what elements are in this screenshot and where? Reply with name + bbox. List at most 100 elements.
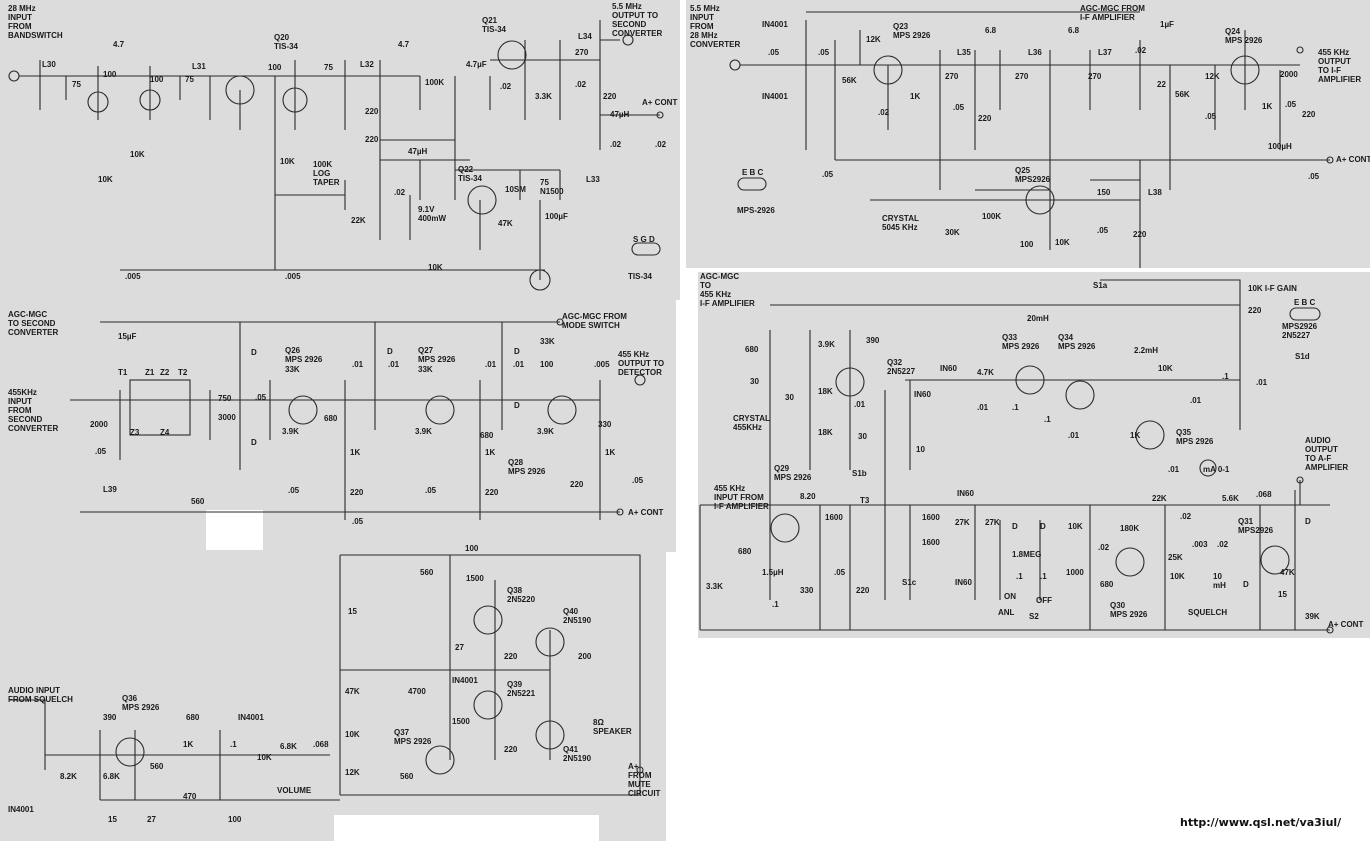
label-r220b: 220 bbox=[365, 135, 379, 144]
label-bl-r27b: 27 bbox=[147, 815, 156, 824]
label-q37: Q37 MPS 2926 bbox=[394, 728, 432, 746]
label-br-c1a: .1 bbox=[1012, 403, 1019, 412]
label-acont-top-left: A+ CONT bbox=[642, 98, 678, 107]
label-br-r18ka: 18K bbox=[818, 387, 833, 396]
label-r22k: 22K bbox=[351, 216, 366, 225]
label-br-d2: IN60 bbox=[914, 390, 931, 399]
label-tr-r1ka: 1K bbox=[910, 92, 921, 101]
label-br-c1600a: 1600 bbox=[825, 513, 843, 522]
label-bl-c1: .1 bbox=[230, 740, 237, 749]
label-tr-mps: MPS-2926 bbox=[737, 206, 775, 215]
label-bl-r560: 560 bbox=[420, 568, 434, 577]
label-l36: L36 bbox=[1028, 48, 1042, 57]
label-tr-c05c: .05 bbox=[953, 103, 965, 112]
label-bl-r100: 100 bbox=[465, 544, 479, 553]
label-zener: 9.1V 400mW bbox=[418, 205, 447, 223]
label-crystal-455: CRYSTAL 455KHz bbox=[733, 414, 770, 432]
label-ml-dc: D bbox=[387, 347, 393, 356]
label-ml-r39ka: 3.9K bbox=[282, 427, 299, 436]
label-br-ebc: E B C bbox=[1294, 298, 1316, 307]
label-z3: Z3 bbox=[130, 428, 140, 437]
label-q22: Q22 TIS-34 bbox=[458, 165, 483, 183]
label-q33: Q33 MPS 2926 bbox=[1002, 333, 1040, 351]
label-br-l10: 10 mH bbox=[1213, 572, 1226, 590]
label-c100uf: 100µF bbox=[545, 212, 568, 221]
label-br-c02b: .02 bbox=[1098, 543, 1110, 552]
label-q36: Q36 MPS 2926 bbox=[122, 694, 160, 712]
label-br-r39kb: 39K bbox=[1305, 612, 1320, 621]
label-bl-c200: 200 bbox=[578, 652, 592, 661]
label-agc-to-second: AGC-MGC TO SECOND CONVERTER bbox=[8, 310, 59, 337]
label-br-de: D bbox=[1040, 522, 1046, 531]
label-br-off: OFF bbox=[1036, 596, 1052, 605]
label-br-c30b: 30 bbox=[785, 393, 794, 402]
label-agc-from-mode: AGC-MGC FROM MODE SWITCH bbox=[562, 312, 627, 330]
label-tr-c68b: 6.8 bbox=[1068, 26, 1080, 35]
label-tr-c05a: .05 bbox=[768, 48, 780, 57]
label-q26: Q26 MPS 2926 bbox=[285, 346, 323, 364]
label-q32: Q32 2N5227 bbox=[887, 358, 916, 376]
label-ml-c560: 560 bbox=[191, 497, 205, 506]
label-q31: Q31 MPS2926 bbox=[1238, 517, 1274, 535]
label-br-r10kb: 10K bbox=[1068, 522, 1083, 531]
label-ml-r39kb: 3.9K bbox=[415, 427, 432, 436]
label-455-input-second: 455KHz INPUT FROM SECOND CONVERTER bbox=[8, 388, 59, 433]
label-speaker: 8Ω SPEAKER bbox=[593, 718, 632, 736]
label-br-r22k: 22K bbox=[1152, 494, 1167, 503]
label-ml-r220c: 220 bbox=[570, 480, 584, 489]
source-url[interactable]: http://www.qsl.net/va3iul/ bbox=[1180, 816, 1342, 829]
label-br-r25k: 25K bbox=[1168, 553, 1183, 562]
label-tr-c270b: 270 bbox=[1015, 72, 1029, 81]
label-br-c01f: .01 bbox=[1190, 396, 1202, 405]
label-tis34: TIS-34 bbox=[628, 272, 653, 281]
label-bl-r27: 27 bbox=[455, 643, 464, 652]
wiring-bottom-left bbox=[10, 554, 644, 801]
label-q35: Q35 MPS 2926 bbox=[1176, 428, 1214, 446]
label-c02d: .02 bbox=[655, 140, 667, 149]
label-q20: Q20 TIS-34 bbox=[274, 33, 299, 51]
label-br-c1000: 1000 bbox=[1066, 568, 1084, 577]
label-acont-bottom-right: A+ CONT bbox=[1328, 620, 1364, 629]
label-tr-c100: 100 bbox=[1020, 240, 1034, 249]
label-br-l22: 2.2mH bbox=[1134, 346, 1159, 355]
label-br-d1: IN60 bbox=[940, 364, 957, 373]
label-ml-dd: D bbox=[514, 347, 520, 356]
label-tr-c2000: 2000 bbox=[1280, 70, 1298, 79]
label-c47a: 4.7 bbox=[113, 40, 125, 49]
panel-bottom-left bbox=[0, 552, 666, 841]
label-c02b: .02 bbox=[575, 80, 587, 89]
wiring-mid-left bbox=[70, 318, 646, 520]
label-ml-c2000: 2000 bbox=[90, 420, 108, 429]
label-ml-c01b: .01 bbox=[388, 360, 400, 369]
label-c005b: .005 bbox=[285, 272, 301, 281]
label-ml-c01a: .01 bbox=[352, 360, 364, 369]
label-tr-c05b: .05 bbox=[818, 48, 830, 57]
label-tr-c270c: 270 bbox=[1088, 72, 1102, 81]
label-r33k: 3.3K bbox=[535, 92, 552, 101]
label-bl-d2: IN4001 bbox=[238, 713, 264, 722]
label-br-d4: D bbox=[1305, 517, 1311, 526]
label-c100c: 100 bbox=[268, 63, 282, 72]
label-c75n: 75 N1500 bbox=[540, 178, 564, 196]
label-z1: Z1 bbox=[145, 368, 155, 377]
label-tr-c150: 150 bbox=[1097, 188, 1111, 197]
label-tr-d2: IN4001 bbox=[762, 92, 788, 101]
label-r10kb: 10K bbox=[98, 175, 113, 184]
label-c100b: 100 bbox=[150, 75, 164, 84]
label-c75c: 75 bbox=[324, 63, 333, 72]
label-q28: Q28 MPS 2926 bbox=[508, 458, 546, 476]
label-c10sm: 10SM bbox=[505, 185, 526, 194]
label-br-c01b: .01 bbox=[977, 403, 989, 412]
label-t3: T3 bbox=[860, 496, 870, 505]
label-br-c1d: .1 bbox=[772, 600, 779, 609]
label-tr-r56kb: 56K bbox=[1175, 90, 1190, 99]
label-squelch: SQUELCH bbox=[1188, 608, 1228, 617]
label-q40: Q40 2N5190 bbox=[563, 607, 592, 625]
label-br-c1e: .1 bbox=[1016, 572, 1023, 581]
wiring-top-right bbox=[729, 11, 1334, 268]
label-br-d3: IN60 bbox=[957, 489, 974, 498]
label-audio-from-squelch: AUDIO INPUT FROM SQUELCH bbox=[8, 686, 73, 704]
label-ml-c05e: .05 bbox=[632, 476, 644, 485]
label-l30: L30 bbox=[42, 60, 56, 69]
